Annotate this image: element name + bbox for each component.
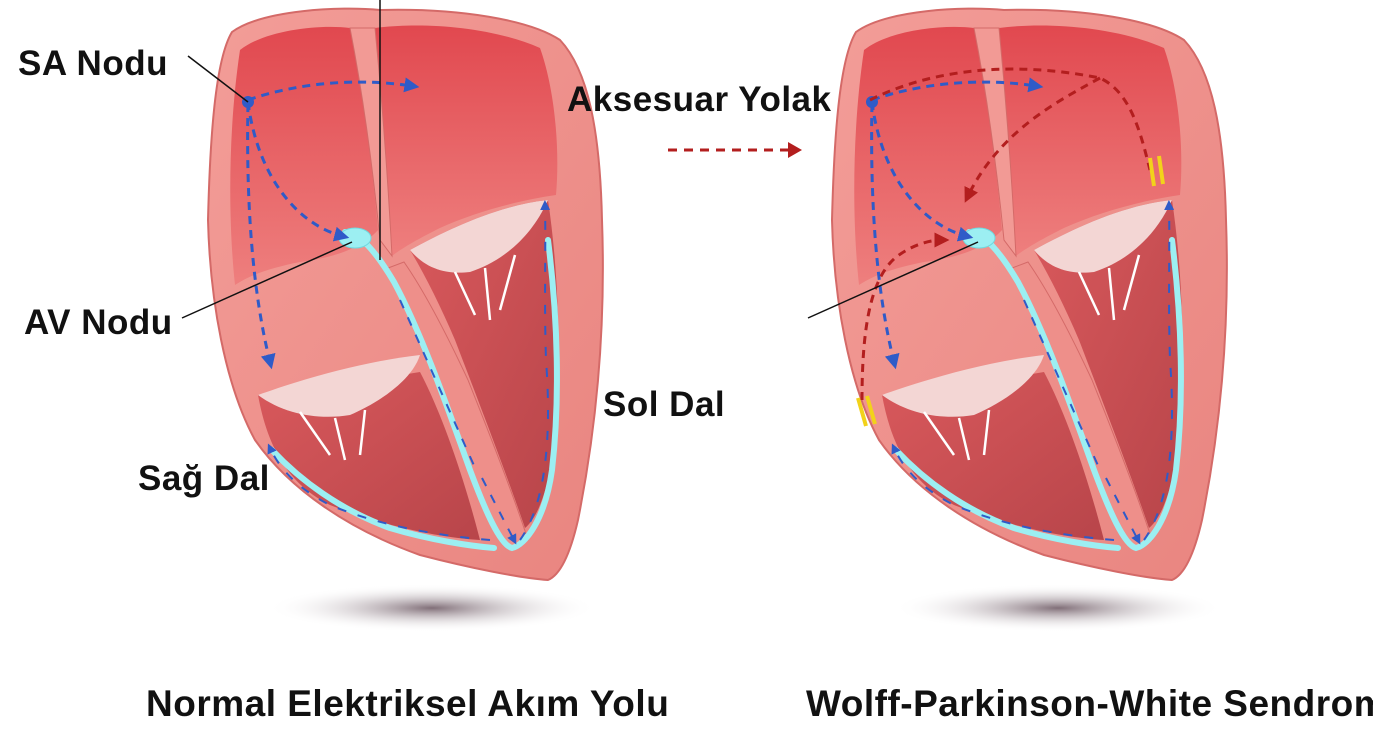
wpw-caption: Wolff-Parkinson-White Sendromu [806, 685, 1373, 722]
left-branch-label: Sol Dal [603, 387, 725, 422]
av-node-label: AV Nodu [24, 305, 173, 340]
left-heart-shadow [267, 584, 597, 632]
accessory-legend-arrowhead [788, 142, 802, 158]
accessory-pathway-label: Aksesuar Yolak [567, 82, 831, 117]
sa-node-label: SA Nodu [18, 46, 168, 81]
right-branch-label: Sağ Dal [138, 461, 270, 496]
right-heart-shadow [893, 584, 1223, 632]
normal-caption: Normal Elektriksel Akım Yolu [146, 685, 669, 722]
heart-wpw [832, 9, 1227, 580]
